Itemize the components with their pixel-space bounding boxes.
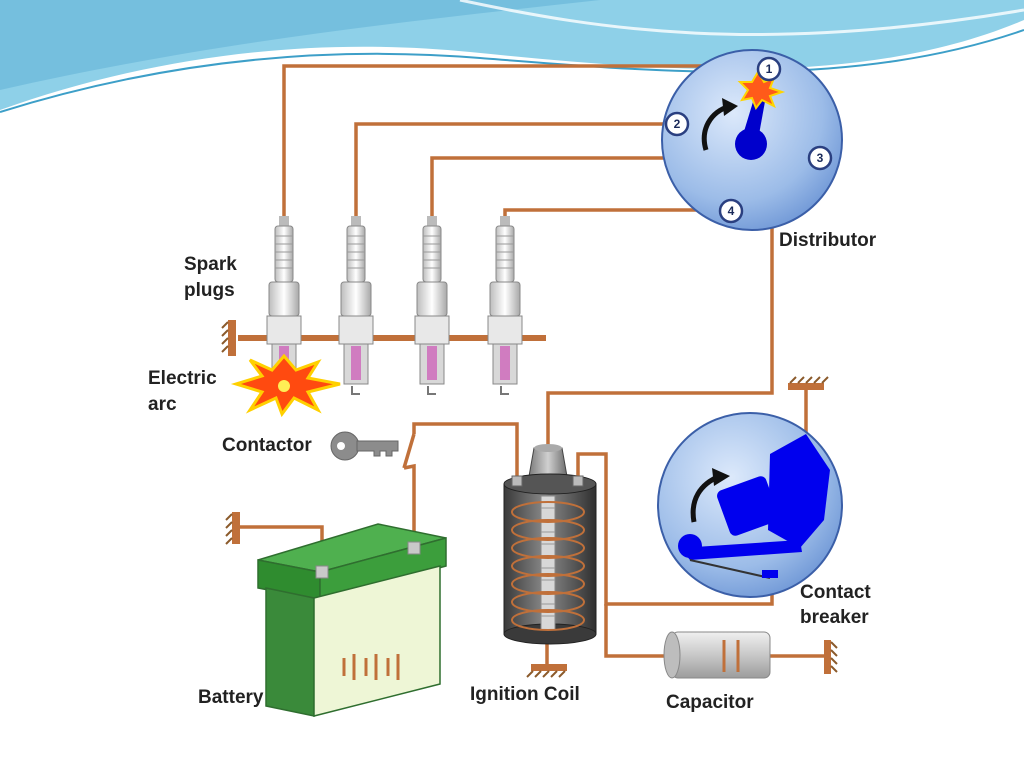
battery-terminal-positive xyxy=(407,541,421,555)
breaker-terminal xyxy=(762,570,778,578)
battery-terminal-negative xyxy=(315,565,329,579)
spark-plugs-label-line2: plugs xyxy=(184,280,235,301)
ground-symbol-engine xyxy=(221,320,236,356)
breaker-spring xyxy=(689,559,771,579)
contactor xyxy=(330,431,416,469)
wire-plug-2 xyxy=(354,122,668,222)
electric-arc-label-line2: arc xyxy=(148,394,177,415)
wire-plug-4 xyxy=(503,208,722,222)
ground-symbol-battery xyxy=(225,512,240,545)
ground-symbol-breaker xyxy=(788,376,829,390)
battery-cells-icon xyxy=(342,654,400,680)
wire-plug-1 xyxy=(282,64,760,218)
coil-terminal-left xyxy=(511,475,523,487)
background-wave xyxy=(0,0,1024,113)
svg-text:4: 4 xyxy=(728,204,735,218)
contact-breaker-label-line2: breaker xyxy=(800,607,869,628)
battery-body-side xyxy=(265,587,315,717)
battery-label: Battery xyxy=(198,687,264,708)
distributor-label: Distributor xyxy=(779,230,877,251)
distributor-terminal-3: 3 xyxy=(807,145,833,171)
spark-plug-3 xyxy=(414,216,450,395)
breaker-contact-block xyxy=(768,434,830,548)
ignition-coil-label: Ignition Coil xyxy=(470,684,580,705)
wire-contactor-battery xyxy=(403,463,416,548)
capacitor-plates-icon xyxy=(722,640,740,672)
svg-text:1: 1 xyxy=(766,62,773,76)
distributor-spark-icon xyxy=(737,70,786,111)
breaker-lever xyxy=(680,540,802,560)
distributor: 1 2 3 4 xyxy=(661,49,843,231)
capacitor-body xyxy=(671,631,771,679)
rotor-hub xyxy=(735,128,767,160)
contact-breaker xyxy=(657,412,843,598)
distributor-terminal-4: 4 xyxy=(718,198,744,224)
key-icon xyxy=(330,431,399,461)
svg-text:3: 3 xyxy=(817,151,824,165)
ground-symbol-capacitor xyxy=(824,640,838,674)
coil-windings xyxy=(511,501,585,631)
capacitor-label: Capacitor xyxy=(666,692,754,713)
contactor-switch xyxy=(402,433,416,469)
distributor-terminal-2: 2 xyxy=(664,111,690,137)
coil-terminal-right xyxy=(572,475,584,487)
breaker-arrowhead-icon xyxy=(712,468,730,486)
contact-breaker-label-line1: Contact xyxy=(800,582,871,603)
spark-plugs xyxy=(230,216,523,418)
battery xyxy=(257,523,447,717)
ground-symbols xyxy=(221,320,838,678)
ground-symbol-coil xyxy=(526,664,567,678)
distributor-terminal-1: 1 xyxy=(756,56,782,82)
spark-plug-2 xyxy=(338,216,374,395)
spark-plug-4 xyxy=(487,216,523,395)
spark-plugs-label-line1: Spark xyxy=(184,254,237,275)
contactor-label: Contactor xyxy=(222,435,312,456)
battery-body-front xyxy=(313,565,441,717)
arc-core xyxy=(278,380,290,392)
electric-arc-label-line1: Electric xyxy=(148,368,217,389)
wire-coil-breaker xyxy=(576,452,774,606)
breaker-cam xyxy=(717,476,779,536)
capacitor xyxy=(663,631,771,679)
rotation-arrowhead-icon xyxy=(722,98,738,116)
svg-text:2: 2 xyxy=(674,117,681,131)
wire-contactor-coil xyxy=(412,422,519,480)
ignition-coil xyxy=(503,444,597,645)
breaker-pivot xyxy=(678,534,702,558)
